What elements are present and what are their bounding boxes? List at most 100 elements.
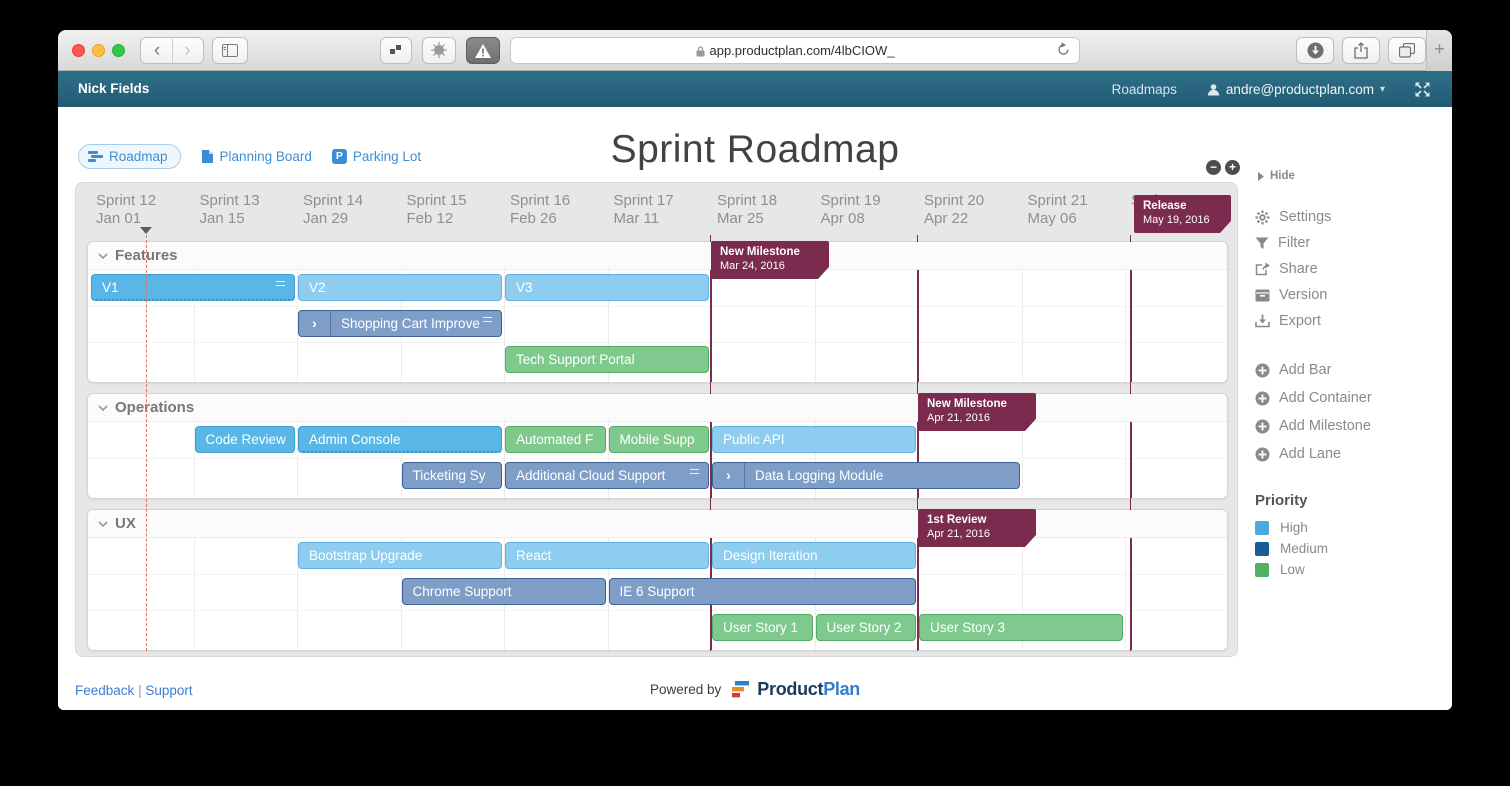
back-button[interactable]: ‹ bbox=[153, 40, 161, 61]
minimize-window-button[interactable] bbox=[92, 44, 105, 57]
drag-handle-icon[interactable] bbox=[483, 317, 492, 322]
forward-button[interactable]: › bbox=[172, 38, 202, 63]
roadmap-bar[interactable]: React bbox=[505, 542, 709, 569]
bar-label: User Story 1 bbox=[723, 620, 799, 635]
zoom-window-button[interactable] bbox=[112, 44, 125, 57]
drag-handle-icon[interactable] bbox=[690, 469, 699, 474]
lane-header[interactable]: Operations bbox=[88, 394, 1227, 422]
share-page-button[interactable] bbox=[1342, 37, 1380, 64]
fullscreen-icon[interactable] bbox=[1415, 82, 1430, 97]
export-icon bbox=[1255, 314, 1270, 328]
lane-header[interactable]: Features bbox=[88, 242, 1227, 270]
sidebar-item-label: Add Container bbox=[1279, 390, 1372, 406]
sidebar-item-settings[interactable]: Settings bbox=[1255, 204, 1445, 230]
roadmap-bar[interactable]: Additional Cloud Support bbox=[505, 462, 709, 489]
roadmap-bar[interactable]: V3 bbox=[505, 274, 709, 301]
roadmap-bar[interactable]: User Story 2 bbox=[815, 614, 916, 641]
priority-legend-title: Priority bbox=[1255, 492, 1308, 509]
bar-label: User Story 2 bbox=[826, 620, 902, 635]
chevron-right-icon[interactable]: › bbox=[713, 463, 745, 488]
reload-button[interactable] bbox=[1057, 42, 1070, 57]
sprint-name: Sprint 15 bbox=[406, 192, 467, 209]
milestone-line bbox=[918, 242, 919, 382]
sprint-date: May 06 bbox=[1027, 210, 1077, 227]
tab-overview-button[interactable] bbox=[1388, 37, 1426, 64]
roadmap-bar[interactable]: Mobile Supp bbox=[608, 426, 709, 453]
sidebar-item-label: Add Lane bbox=[1279, 446, 1342, 462]
gear-icon bbox=[1255, 210, 1270, 225]
chevron-down-icon: ▾ bbox=[1379, 83, 1385, 95]
roadmap-bar[interactable]: V2 bbox=[298, 274, 502, 301]
chevron-right-icon[interactable]: › bbox=[299, 311, 331, 336]
grid-line bbox=[814, 242, 816, 382]
roadmap-bar[interactable]: User Story 3 bbox=[919, 614, 1123, 641]
grid-line bbox=[1021, 394, 1023, 498]
sidebar-item-label: Add Bar bbox=[1279, 362, 1332, 378]
new-tab-button[interactable]: + bbox=[1426, 30, 1452, 71]
tab-roadmap[interactable]: Roadmap bbox=[78, 144, 181, 169]
priority-label: Low bbox=[1280, 562, 1305, 577]
sidebar-item-share[interactable]: Share bbox=[1255, 256, 1445, 282]
sidebar-item-add-milestone[interactable]: Add Milestone bbox=[1255, 412, 1445, 440]
feedback-link[interactable]: Feedback bbox=[75, 683, 135, 698]
roadmap-bar[interactable]: Admin Console bbox=[298, 426, 502, 453]
grid-line bbox=[504, 394, 505, 498]
roadmap-bar[interactable]: Ticketing Sy bbox=[401, 462, 502, 489]
lane-header[interactable]: UX bbox=[88, 510, 1227, 538]
sidebar-item-version[interactable]: Version bbox=[1255, 282, 1445, 308]
roadmap-bar[interactable]: ›Shopping Cart Improve bbox=[298, 310, 502, 337]
hide-label: Hide bbox=[1270, 170, 1295, 182]
lane-title: UX bbox=[115, 515, 136, 532]
sidebar-item-add-lane[interactable]: Add Lane bbox=[1255, 440, 1445, 468]
row-line bbox=[88, 306, 1227, 307]
close-window-button[interactable] bbox=[72, 44, 85, 57]
tab-parking-lot[interactable]: P Parking Lot bbox=[331, 149, 421, 164]
roadmap-bar[interactable]: IE 6 Support bbox=[608, 578, 916, 605]
roadmap-bar[interactable]: ›Data Logging Module bbox=[712, 462, 1020, 489]
roadmap-bar[interactable]: Tech Support Portal bbox=[505, 346, 709, 373]
roadmaps-link[interactable]: Roadmaps bbox=[1111, 81, 1177, 97]
zoom-out-button[interactable]: − bbox=[1206, 160, 1221, 175]
sidebar-item-add-bar[interactable]: Add Bar bbox=[1255, 356, 1445, 384]
milestone-date: May 19, 2016 bbox=[1143, 214, 1210, 226]
milestone-line bbox=[1131, 242, 1132, 382]
address-bar[interactable]: app.productplan.com/4lbCIOW_ bbox=[510, 37, 1080, 64]
sprint-name: Sprint 18 bbox=[717, 192, 778, 209]
roadmap-bar[interactable]: Chrome Support bbox=[401, 578, 606, 605]
sidebar-item-add-container[interactable]: Add Container bbox=[1255, 384, 1445, 412]
sidebar-item-label: Version bbox=[1279, 287, 1328, 303]
roadmap-bar[interactable]: Automated F bbox=[505, 426, 606, 453]
history-nav-group: ‹› bbox=[140, 37, 204, 64]
hide-sidebar-control[interactable]: Hide bbox=[1258, 170, 1445, 182]
roadmap-bar[interactable]: V1 bbox=[91, 274, 295, 301]
extension-button-screenshot[interactable] bbox=[380, 37, 412, 64]
roadmap-bar[interactable]: Code Review bbox=[194, 426, 295, 453]
roadmap-bar[interactable]: Bootstrap Upgrade bbox=[298, 542, 502, 569]
tab-planning-board[interactable]: Planning Board bbox=[201, 149, 312, 164]
extension-button-bug[interactable] bbox=[422, 37, 456, 64]
support-link[interactable]: Support bbox=[145, 683, 193, 698]
drag-handle-icon[interactable] bbox=[276, 281, 285, 286]
sidebar-toggle-button[interactable] bbox=[212, 37, 248, 64]
app-content: Sprint Roadmap Roadmap Planning Board P … bbox=[58, 107, 1452, 710]
roadmap-bar[interactable]: User Story 1 bbox=[712, 614, 813, 641]
powered-by[interactable]: Powered by ProductPlan bbox=[650, 679, 860, 700]
sidebar-item-filter[interactable]: Filter bbox=[1255, 230, 1445, 256]
sidebar-item-export[interactable]: Export bbox=[1255, 308, 1445, 334]
roadmap-bar[interactable]: Design Iteration bbox=[712, 542, 916, 569]
downloads-button[interactable] bbox=[1296, 37, 1334, 64]
roadmap-bar[interactable]: Public API bbox=[712, 426, 916, 453]
account-menu[interactable]: andre@productplan.com ▾ bbox=[1207, 82, 1385, 97]
zoom-in-button[interactable]: + bbox=[1225, 160, 1240, 175]
extension-button-warning[interactable] bbox=[466, 37, 500, 64]
